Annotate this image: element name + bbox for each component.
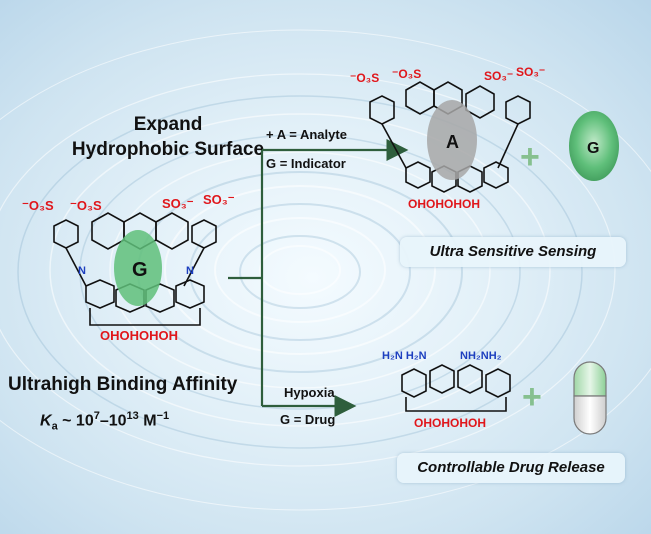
guest-indicator-ellipse	[114, 230, 162, 306]
ka-approx: ~ 10	[57, 412, 94, 430]
plus-sign-lower: +	[522, 378, 542, 416]
analyte-ellipse	[427, 100, 477, 180]
nh2-left: H₂N H₂N	[382, 350, 427, 362]
aryl-ring-left	[53, 219, 79, 249]
drug-condition-label: G = Drug	[280, 412, 336, 427]
oh-row-center: OHOHOHOH	[100, 328, 178, 343]
controllable-drug-release-caption: Controllable Drug Release	[397, 453, 625, 483]
aromatic-ring-3	[155, 212, 189, 250]
host-guest-complex-center: G ⁻O₃S ⁻O₃S SO₃⁻ SO₃⁻ N N OHOHOHOH	[22, 192, 235, 343]
so3-a-3: SO₃⁻	[484, 69, 513, 83]
ka-subscript: a	[51, 420, 58, 433]
nh2-right: NH₂NH₂	[460, 350, 502, 362]
indicator-condition-label: G = Indicator	[266, 156, 346, 171]
azo-n-right: N	[186, 265, 194, 277]
title-expand: Expand	[133, 114, 203, 135]
oh-row-analyte: OHOHOHOH	[408, 197, 480, 211]
ka-unit: M	[138, 412, 157, 430]
azo-n-left: N	[78, 265, 86, 277]
aryl-ring-right	[191, 219, 217, 249]
so3-a-1: ⁻O₃S	[350, 71, 379, 85]
drug-capsule-icon	[573, 361, 607, 435]
ka-exp-high: 13	[126, 410, 139, 422]
analyte-label: A	[446, 132, 459, 152]
ka-unit-exp: −1	[156, 410, 170, 422]
ka-value: Ka ~ 107–1013 M−1	[40, 410, 169, 433]
released-indicator: G	[569, 111, 619, 181]
plus-sign-upper: +	[520, 138, 540, 176]
so3-label-4: SO₃⁻	[203, 192, 235, 207]
ultrahigh-binding-affinity: Ultrahigh Binding Affinity	[8, 374, 238, 395]
ka-dash: –10	[99, 412, 127, 430]
so3-a-2: ⁻O₃S	[392, 67, 421, 81]
released-indicator-label: G	[587, 140, 599, 157]
so3-a-4: SO₃⁻	[516, 65, 545, 79]
ultra-sensitive-sensing-caption: Ultra Sensitive Sensing	[400, 237, 626, 267]
title-hydrophobic-surface: Hydrophobic Surface	[71, 139, 265, 160]
guest-label: G	[132, 259, 148, 281]
oh-row-drug: OHOHOHOH	[414, 416, 486, 430]
so3-label-2: ⁻O₃S	[70, 198, 102, 213]
so3-label-3: SO₃⁻	[162, 196, 194, 211]
hypoxia-condition-label: Hypoxia	[284, 385, 335, 400]
reduced-host-amine: H₂N H₂N NH₂NH₂ OHOHOHOH	[382, 350, 511, 430]
ka-exp-low: 7	[93, 410, 100, 422]
so3-label-1: ⁻O₃S	[22, 198, 54, 213]
ka-symbol: K	[40, 412, 52, 430]
host-analyte-complex: A ⁻O₃S ⁻O₃S SO₃⁻ SO₃⁻ OHOHOHOH	[350, 65, 545, 211]
analyte-condition-label: + A = Analyte	[266, 127, 347, 142]
